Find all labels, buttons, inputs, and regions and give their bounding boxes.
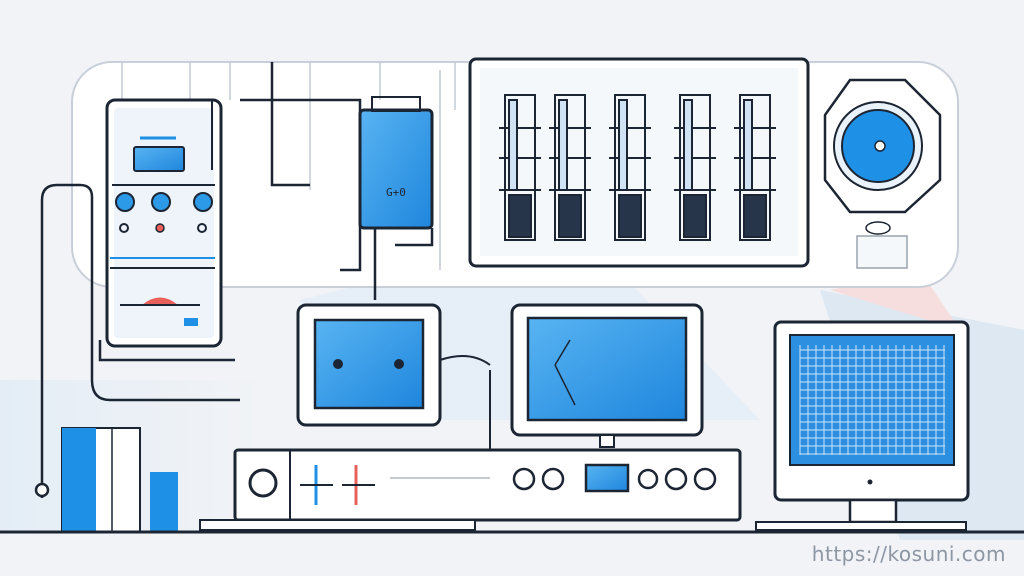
display-monitor-icon [510, 303, 704, 448]
control-cabinet-icon [105, 98, 223, 348]
dial-icon [248, 468, 278, 498]
bar-monitor-icon [468, 57, 810, 268]
computer-icon [755, 320, 970, 531]
bar-column [609, 94, 651, 241]
monitor-icon [296, 303, 491, 427]
guide-lines [121, 62, 456, 270]
power-unit-icon: G+0 [358, 96, 434, 300]
plug-icon [34, 482, 50, 498]
console-icon [199, 370, 742, 531]
fan-icon [823, 78, 942, 269]
bar-column [674, 94, 716, 241]
bar-column [549, 94, 591, 241]
watermark-text: https://kosuni.com [811, 542, 1006, 566]
cabinet-knobs [115, 192, 213, 233]
storage-tower-icon [61, 427, 178, 533]
bar-column [734, 94, 776, 241]
device-label: G+0 [386, 186, 406, 199]
bar-column [499, 94, 541, 241]
cabinet-display [133, 146, 185, 172]
